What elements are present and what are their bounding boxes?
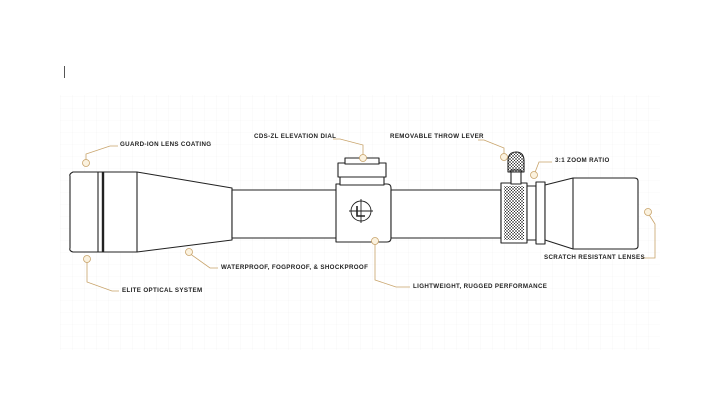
marker-scratch-resistant [644,208,652,216]
label-elite-optical: ELITE OPTICAL SYSTEM [122,287,203,294]
marker-zoom-ratio [530,171,538,179]
label-lightweight: LIGHTWEIGHT, RUGGED PERFORMANCE [413,283,548,290]
eyepiece [544,177,639,250]
main-tube [231,189,338,239]
leader-scratch-resistant [642,212,656,259]
leader-elevation-dial [333,138,364,155]
leader-zoom-ratio [533,161,552,176]
label-zoom-ratio: 3:1 ZOOM RATIO [555,157,610,164]
objective-bell [69,171,233,253]
zoom-ring-step [526,185,537,241]
label-elevation-dial: CDS-ZL ELEVATION DIAL [254,133,337,140]
leader-lightweight [374,241,410,288]
leader-elite-optical [86,259,119,292]
main-tube-rear [390,189,502,239]
throw-lever-knob [507,151,525,173]
leader-throw-lever [478,139,505,154]
leader-guard-ion [85,145,118,160]
power-ring-knurl [504,186,524,240]
label-guard-ion: GUARD-ION LENS COATING [120,141,212,148]
text-cursor [64,66,65,78]
reticle-logo-icon [349,199,373,223]
label-throw-lever: REMOVABLE THROW LEVER [390,133,484,140]
leader-waterproof [188,252,218,269]
marker-waterproof [185,248,193,256]
turret-saddle [335,183,392,243]
elevation-dial [337,162,387,178]
marker-lightweight [371,237,379,245]
marker-throw-lever [500,153,508,161]
marker-elevation-dial [359,154,367,162]
marker-guard-ion [82,159,90,167]
label-waterproof: WATERPROOF, FOGPROOF, & SHOCKPROOF [221,264,369,271]
marker-elite-optical [83,255,91,263]
zoom-ring-band [535,181,546,245]
label-scratch-resistant: SCRATCH RESISTANT LENSES [544,254,645,261]
